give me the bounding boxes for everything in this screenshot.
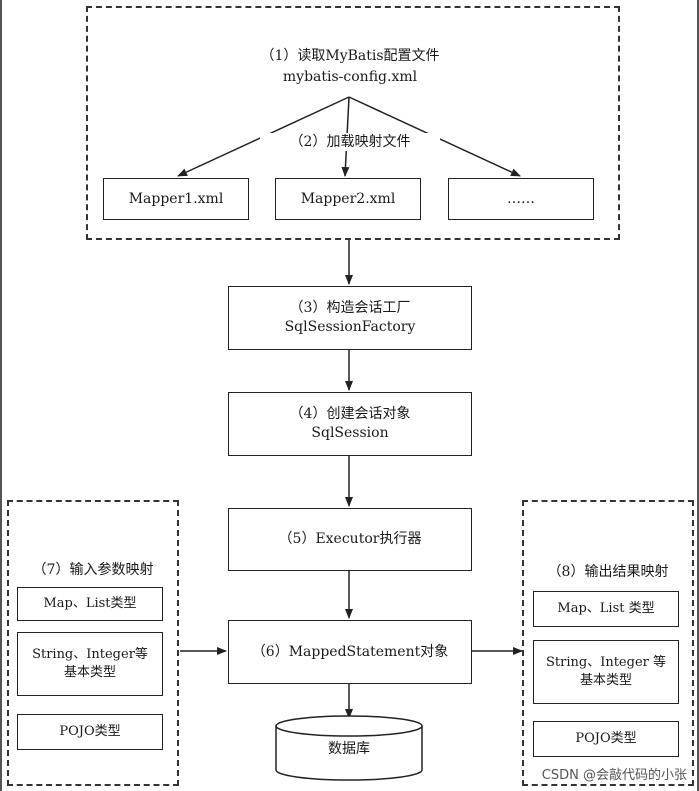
step2-title: （2）加载映射文件 [260, 133, 440, 152]
output-map-list-box: Map、List 类型 [533, 591, 679, 627]
mapped-statement-box: （6）MappedStatement对象 [228, 620, 472, 684]
csdn-watermark: CSDN @会敲代码的小张 [541, 768, 687, 783]
mapped-statement-title: （6）MappedStatement对象 [251, 643, 449, 660]
mapper1-box: Mapper1.xml [103, 178, 249, 220]
database-label: 数据库 [328, 741, 370, 757]
session-title: （4）创建会话对象 [289, 406, 411, 423]
output-pojo-box: POJO类型 [533, 721, 679, 757]
output-mapping-frame [522, 500, 694, 786]
step1-file: mybatis-config.xml [282, 69, 418, 85]
session-name: SqlSession [311, 425, 389, 441]
input-pojo-label: POJO类型 [59, 724, 121, 740]
mapper-more-label: …… [507, 190, 535, 207]
mapper2-box: Mapper2.xml [275, 178, 421, 220]
mapper1-label: Mapper1.xml [128, 190, 224, 207]
input-basic-type-label: String、Integer等 基本类型 [32, 647, 148, 680]
database-cylinder [275, 715, 423, 781]
session-box: （4）创建会话对象 SqlSession [228, 392, 472, 456]
right-page-edge [697, 0, 699, 791]
factory-box: （3）构造会话工厂 SqlSessionFactory [228, 286, 472, 350]
input-mapping-frame [7, 500, 179, 786]
executor-box: （5）Executor执行器 [228, 508, 472, 571]
config-group-frame [86, 6, 620, 240]
left-page-edge [0, 0, 2, 791]
input-mapping-title: （7）输入参数映射 [32, 562, 154, 578]
input-pojo-box: POJO类型 [17, 714, 163, 750]
executor-title: （5）Executor执行器 [278, 531, 422, 548]
mapper-more-box: …… [448, 178, 594, 220]
input-basic-type-box: String、Integer等 基本类型 [17, 632, 163, 696]
output-mapping-title: （8）输出结果映射 [547, 564, 669, 580]
input-map-list-box: Map、List类型 [17, 587, 163, 621]
output-basic-type-label: String、Integer 等 基本类型 [546, 655, 666, 688]
input-map-list-label: Map、List类型 [43, 596, 137, 612]
output-map-list-label: Map、List 类型 [557, 601, 655, 617]
step1-title: （1）读取MyBatis配置文件 [260, 48, 440, 64]
mapper2-label: Mapper2.xml [300, 190, 396, 207]
factory-title: （3）构造会话工厂 [289, 300, 411, 317]
factory-name: SqlSessionFactory [284, 319, 416, 335]
output-basic-type-box: String、Integer 等 基本类型 [533, 640, 679, 704]
output-pojo-label: POJO类型 [575, 731, 637, 747]
